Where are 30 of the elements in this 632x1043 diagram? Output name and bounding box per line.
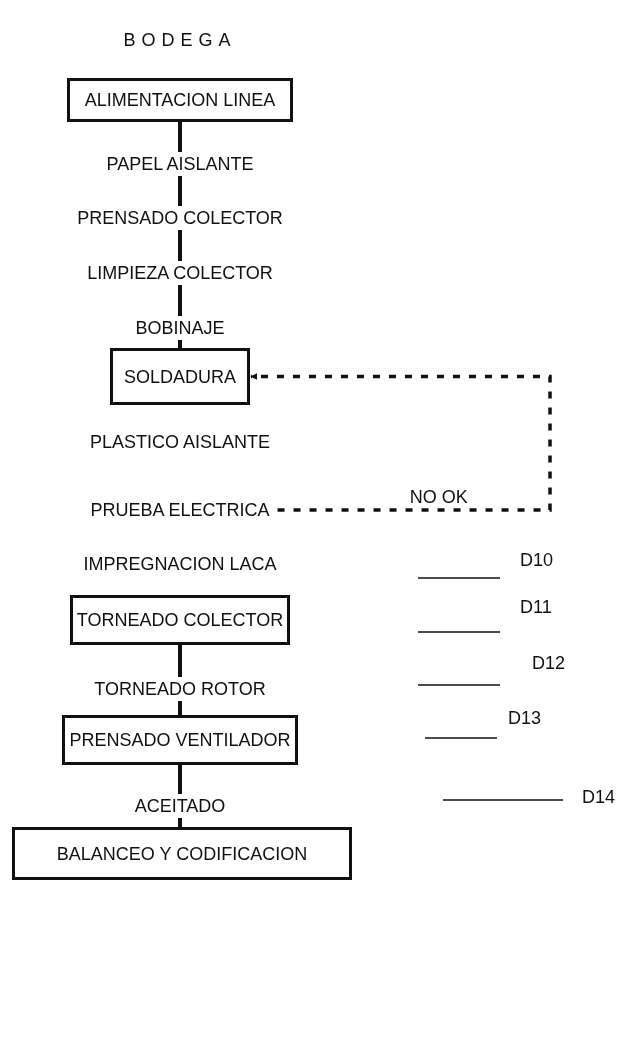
process-box: BALANCEO Y CODIFICACION [12, 827, 352, 880]
reference-code: D14 [582, 786, 616, 808]
reference-code: D11 [520, 596, 552, 618]
process-step-text: PAPEL AISLANTE [104, 152, 256, 176]
reference-code: D10 [520, 549, 554, 571]
process-box: TORNEADO COLECTOR [70, 595, 290, 645]
process-box: SOLDADURA [110, 348, 250, 405]
connector-line [178, 645, 182, 677]
connector-line [178, 285, 182, 316]
process-box: ALIMENTACION LINEA [67, 78, 293, 122]
connector-line [178, 765, 182, 794]
process-box: PRENSADO VENTILADOR [62, 715, 298, 765]
process-step-text: LIMPIEZA COLECTOR [85, 261, 275, 285]
process-step-text: PRUEBA ELECTRICA [88, 498, 272, 522]
heading: BODEGA [122, 29, 238, 52]
connector-line [178, 176, 182, 206]
step-text: IMPREGNACION LACA [82, 553, 278, 576]
connector-line [178, 340, 182, 348]
reference-code: D13 [508, 707, 542, 729]
dashed-arrow [250, 373, 552, 512]
process-step-text: TORNEADO ROTOR [92, 677, 268, 701]
process-step-text: ACEITADO [132, 794, 228, 818]
reference-code: D12 [532, 652, 566, 674]
connector-line [178, 701, 182, 715]
process-step-text: BOBINAJE [133, 316, 227, 340]
connector-line [178, 818, 182, 827]
process-step-text: PRENSADO COLECTOR [75, 206, 285, 230]
connector-line [178, 230, 182, 261]
connector-line [178, 122, 182, 152]
step-text: PLASTICO AISLANTE [88, 431, 272, 454]
